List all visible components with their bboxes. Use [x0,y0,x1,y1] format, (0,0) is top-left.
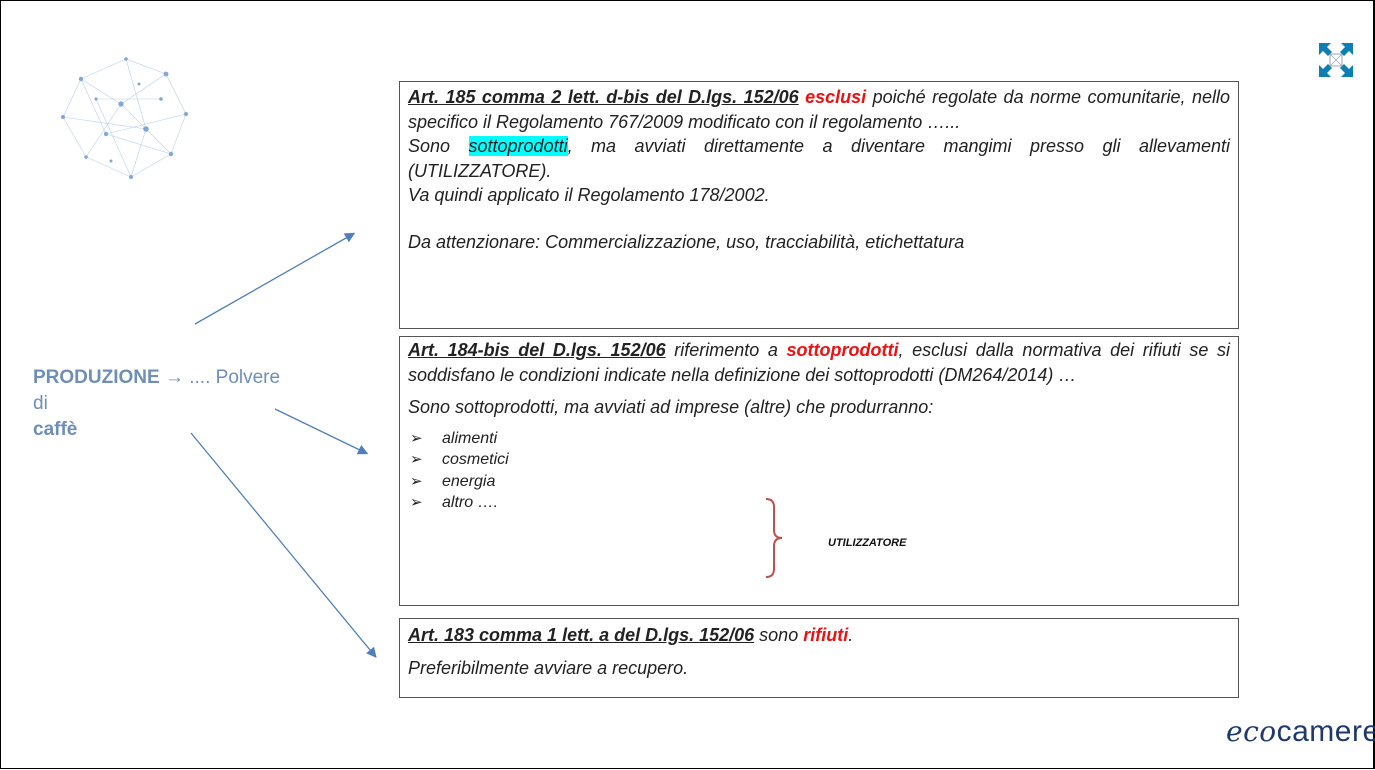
box1-highlight-sottoprodotti: sottoprodotti [468,136,568,156]
box-art-185: Art. 185 comma 2 lett. d-bis del D.lgs. … [399,81,1239,329]
box2-art-ref: Art. 184-bis del D.lgs. 152/06 [408,340,666,360]
box3-paragraph-2: Preferibilmente avviare a recupero. [408,657,689,678]
bullet-icon: ➢ [410,472,423,490]
list-item: ➢ cosmetici [408,449,1230,471]
box2-paragraph-2: Sono sottoprodotti, ma avviati ad impres… [408,397,934,417]
utilizzatore-label: UTILIZZATORE [828,537,907,549]
box-art-184-bis: Art. 184-bis del D.lgs. 152/06 riferimen… [399,336,1239,606]
box1-art-ref: Art. 185 comma 2 lett. d-bis del D.lgs. … [408,87,799,107]
list-item: ➢ altro …. [408,492,1230,514]
production-word: PRODUZIONE [33,367,160,388]
box1-p1-rest: poiché regolate da norme comunitarie, ne… [408,87,1230,132]
production-arrow: → [164,367,184,388]
box2-p1-rest: , esclusi dalla normativa dei rifiuti se… [408,340,1230,385]
box3-mid: sono [754,625,804,645]
list-item-text: energia [442,472,496,490]
box3-paragraph-1: Art. 183 comma 1 lett. a del D.lgs. 152/… [408,623,1230,648]
box1-paragraph-3: Va quindi applicato il Regolamento 178/2… [408,185,770,205]
box1-paragraph-1: Art. 185 comma 2 lett. d-bis del D.lgs. … [408,85,1230,134]
list-item: ➢ energia [408,471,1230,493]
bullet-icon: ➢ [410,429,423,447]
list-item-text: altro …. [442,494,499,511]
ecocamere-logo: ecocamere [1226,715,1375,749]
arrow-to-box3 [190,432,377,659]
box3-rifiuti: rifiuti [803,625,849,645]
box2-p1-mid: riferimento a [665,340,787,360]
box1-paragraph-4: Da attenzionare: Commercializzazione, us… [408,231,965,252]
expand-arrows-icon [1319,43,1353,77]
box-art-183: Art. 183 comma 1 lett. a del D.lgs. 152/… [399,618,1239,698]
bullet-icon: ➢ [410,494,423,511]
arrow-to-box1 [194,232,356,325]
box1-esclusi: esclusi [805,87,867,107]
list-item-text: cosmetici [442,451,509,468]
box3-art-ref: Art. 183 comma 1 lett. a del D.lgs. 152/… [408,625,755,645]
list-item-text: alimenti [442,429,498,447]
box3-end: . [848,625,854,645]
production-caffe: caffè [33,419,78,440]
production-rest: .... Polvere di [33,367,281,414]
logo-camere: camere [1276,715,1375,748]
production-label: PRODUZIONE → .... Polvere di caffè [33,365,293,443]
box2-sottoprodotti: sottoprodotti [786,340,899,360]
box2-paragraph-1: Art. 184-bis del D.lgs. 152/06 riferimen… [408,338,1230,387]
network-globe-icon [61,57,188,179]
bullet-icon: ➢ [410,451,423,468]
logo-eco: eco [1226,715,1277,748]
box2-bullet-list: ➢ alimenti ➢ cosmetici ➢ energia ➢ altro …. [408,428,1230,514]
box1-paragraph-2: Sono sottoprodotti, ma avviati direttame… [408,134,1230,183]
box1-p2-rest: , ma avviati direttamente a diventare ma… [408,136,1231,181]
box1-p2-pre: Sono [408,136,469,156]
right-brace-icon [765,498,783,578]
list-item: ➢ alimenti [408,428,1230,450]
